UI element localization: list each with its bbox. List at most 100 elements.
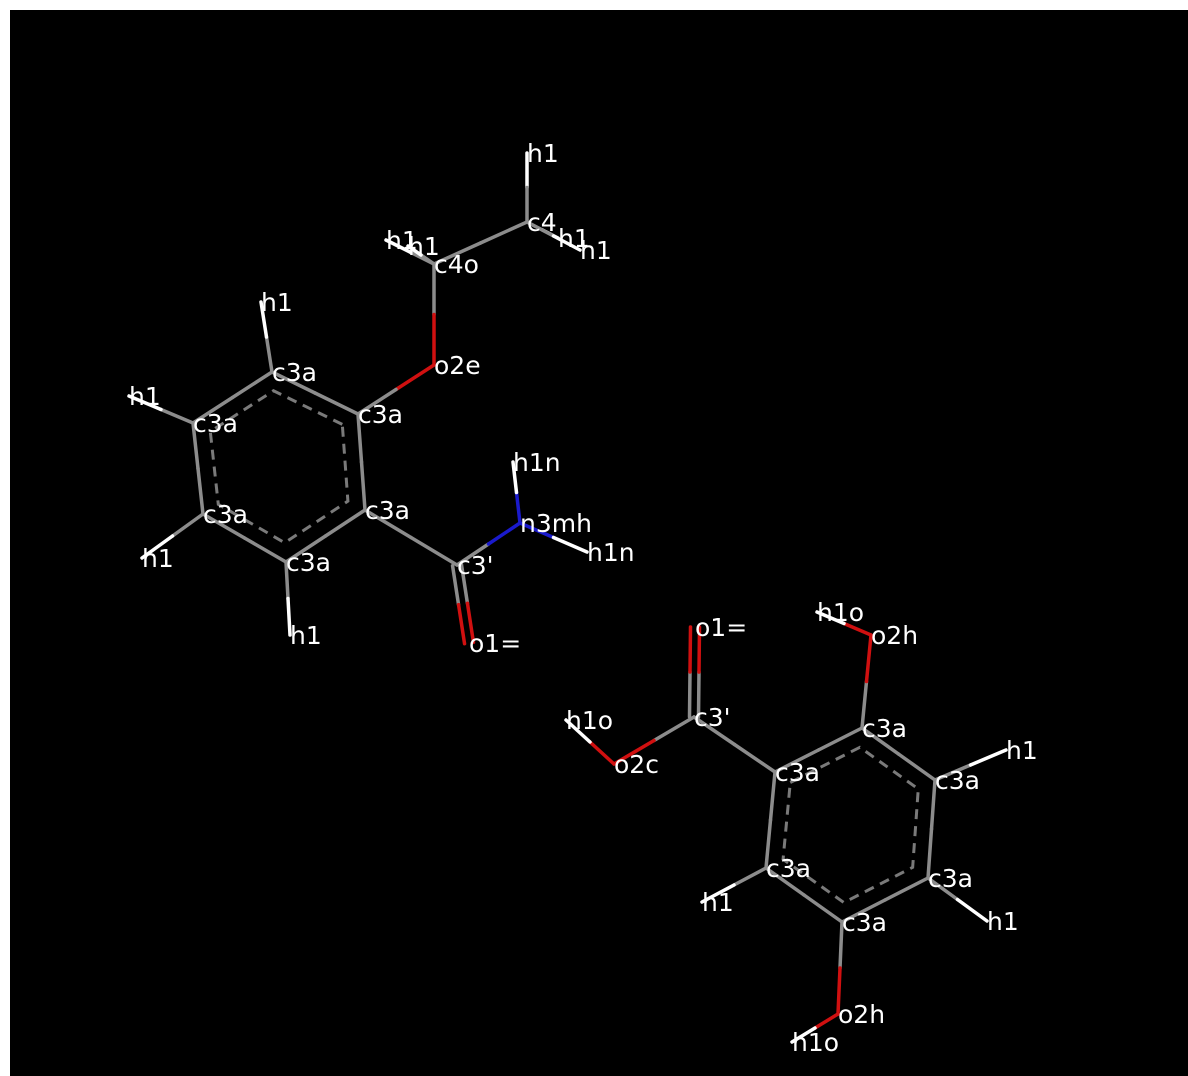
atom-label-m2_o1: o1= [695, 613, 747, 642]
bond [259, 300, 269, 339]
bond [170, 512, 205, 538]
bond [140, 534, 175, 560]
bond [242, 536, 288, 564]
atom-label-m1_o2e: o2e [434, 351, 481, 380]
atom-label-m1_h_c: h1 [386, 226, 418, 255]
bond [384, 238, 412, 254]
bond [564, 718, 592, 744]
bond [159, 407, 195, 425]
atom-label-m2_ca3: c3a [935, 766, 980, 795]
atom-label-m2_ca1: c3a [775, 758, 820, 787]
atom-label-m1_h_b: h1 [580, 236, 612, 265]
bond [700, 883, 736, 904]
double-bond [696, 670, 701, 719]
bond [802, 893, 844, 924]
atom-label-m1_c4o: c4o [434, 250, 479, 279]
bond [860, 726, 901, 756]
atom-label-m1_hn2: h1n [587, 538, 635, 567]
atom-label-m2_o2c: o2c [614, 750, 659, 779]
bond [968, 748, 1008, 767]
bond [284, 560, 290, 601]
bond [191, 395, 235, 425]
atom-label-m2_ca2: c3a [862, 714, 907, 743]
bond [732, 742, 777, 774]
double-bond [687, 670, 692, 719]
atom-label-m2_h_c: h1 [702, 888, 734, 917]
bond [551, 234, 582, 252]
atom-label-m1_h_e: h1 [261, 288, 293, 317]
atom-label-m1_ca5: c3a [286, 548, 331, 577]
atom-label-m1_o1: o1= [469, 629, 521, 658]
bond [511, 460, 519, 495]
bond [478, 220, 529, 245]
aromatic-rings [208, 389, 920, 905]
bond [929, 778, 937, 831]
bond [764, 818, 773, 870]
bond [816, 726, 864, 752]
bond [419, 253, 436, 266]
atom-label-m1_h_d: h1 [408, 232, 440, 261]
atom-label-m1_c3p: c3' [457, 551, 494, 580]
bond [359, 460, 367, 512]
bond [323, 508, 367, 538]
atom-label-m1_h_g: h1 [142, 544, 174, 573]
bond [196, 466, 205, 516]
bond [356, 387, 398, 416]
atom-label-m1_h_top: h1 [527, 139, 559, 168]
bond [692, 715, 737, 747]
bonds [127, 151, 1008, 1044]
bond [842, 621, 873, 637]
double-bond [459, 562, 470, 606]
bond [652, 715, 696, 743]
atom-label-m2_h_b: h1 [987, 907, 1019, 936]
bond [286, 596, 292, 637]
double-bond [688, 625, 693, 674]
double-bond [456, 602, 467, 646]
bond [612, 738, 656, 766]
atom-label-m2_h_a: h1 [1006, 736, 1038, 765]
bond [313, 391, 360, 416]
bond [773, 748, 821, 774]
bond [815, 610, 846, 626]
bond [486, 521, 522, 546]
bond [432, 241, 483, 266]
atom-label-m2_h1o_c: h1o [792, 1028, 839, 1057]
bond [955, 897, 989, 923]
bond [191, 421, 200, 471]
bond [764, 866, 806, 897]
bond [896, 752, 937, 782]
aromatic-ring-dashes [781, 745, 920, 905]
atom-label-m2_o2h_a: o2h [871, 621, 918, 650]
bond [127, 394, 163, 412]
bond [551, 535, 589, 554]
atom-label-m1_c4: c4 [527, 208, 557, 237]
bond [840, 898, 887, 924]
bond [356, 412, 364, 464]
bond [394, 363, 436, 392]
atom-label-m1_ca3: c3a [193, 409, 238, 438]
molecule-canvas[interactable]: h1c4h1h1c4oh1h1o2ec3ac3ac3ac3ac3ac3ah1h1… [10, 10, 1188, 1076]
double-bond [697, 625, 702, 674]
double-bond [465, 601, 476, 645]
bond [836, 966, 842, 1016]
double-bond [450, 563, 461, 607]
atom-label-m1_ca1: c3a [358, 400, 403, 429]
bond [518, 521, 556, 540]
bond [790, 1026, 817, 1044]
bond [883, 876, 930, 902]
bond [270, 370, 317, 395]
atom-label-m2_o2h_b: o2h [838, 1000, 885, 1029]
bond [933, 763, 973, 782]
atom-label-m2_c3p: c3' [694, 703, 731, 732]
bond [363, 508, 413, 540]
bond [838, 920, 844, 970]
bond [514, 490, 522, 525]
atom-label-m2_ca6: c3a [766, 854, 811, 883]
bond [732, 866, 768, 887]
bond [284, 534, 328, 564]
atom-label-m1_ca2: c3a [272, 358, 317, 387]
bond [201, 512, 247, 540]
atom-label-m1_n: n3mh [520, 509, 592, 538]
bond [409, 535, 459, 567]
